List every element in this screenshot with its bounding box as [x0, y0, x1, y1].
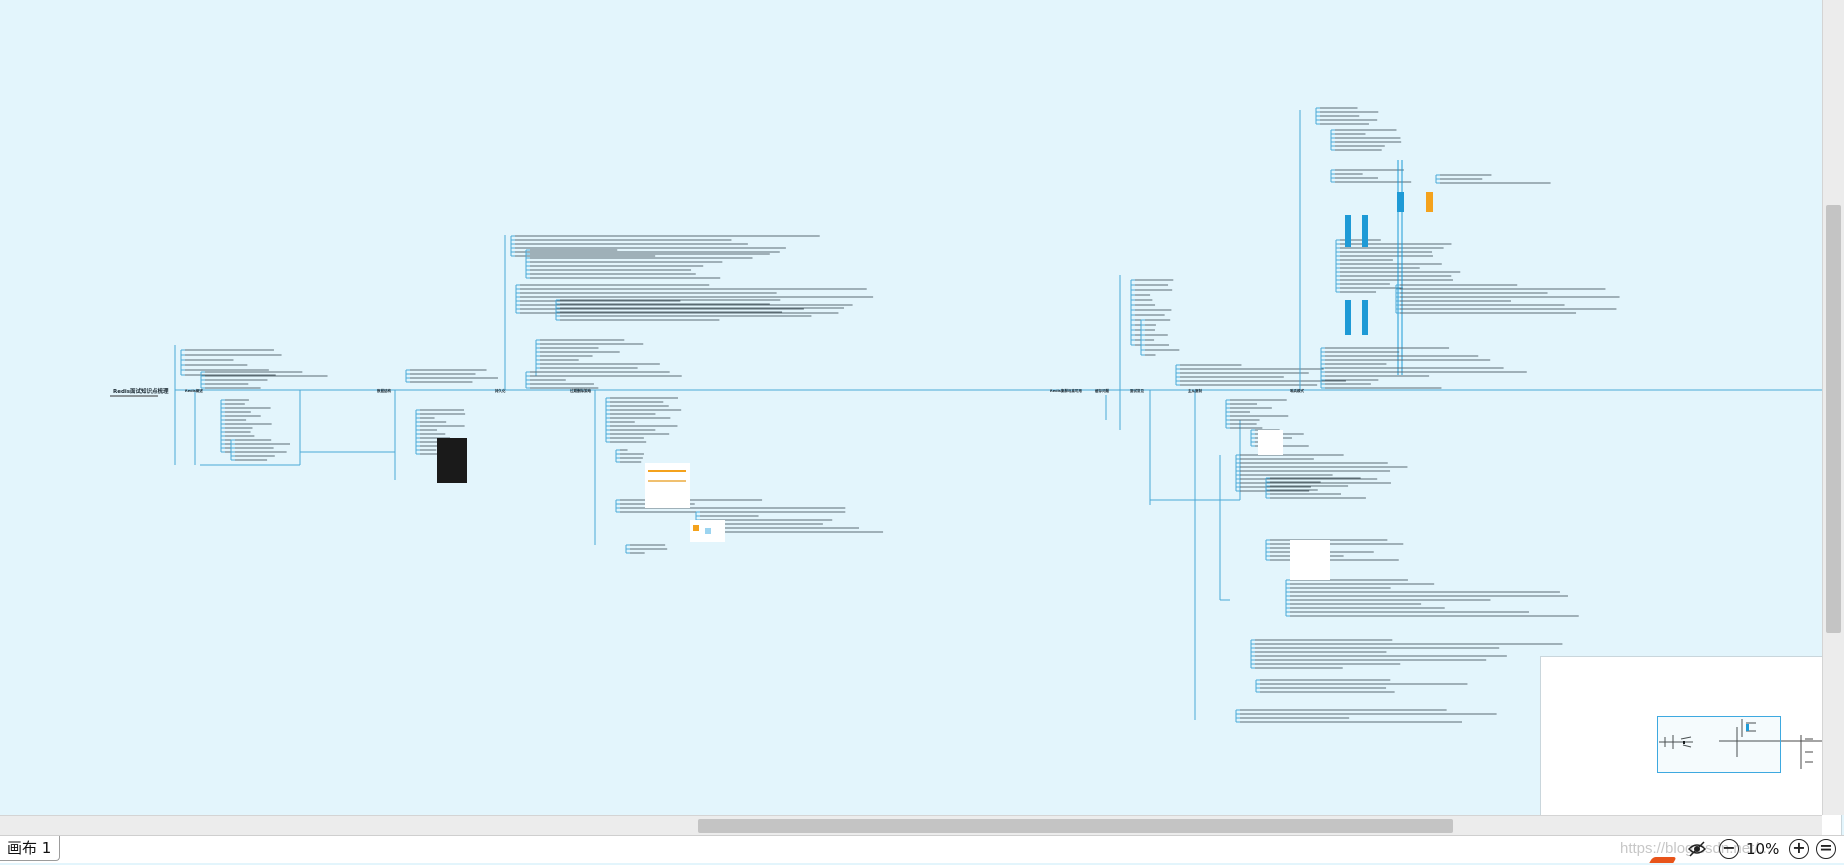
- table-screenshot-block: [645, 463, 690, 508]
- mindmap-node[interactable]: 数据结构: [376, 388, 391, 393]
- root-node[interactable]: Redis面试知识点梳理: [113, 387, 169, 395]
- mindmap-node[interactable]: Redis概述: [185, 388, 203, 393]
- zoom-out-icon[interactable]: −: [1719, 839, 1739, 859]
- minimap-thumbnail: [1659, 719, 1831, 769]
- horizontal-scrollbar-thumb[interactable]: [698, 819, 1453, 833]
- image-blue-block: [1345, 300, 1351, 335]
- mindmap-node[interactable]: 面试常见: [1130, 388, 1145, 393]
- table-row-band: [648, 480, 686, 482]
- vertical-scrollbar-thumb[interactable]: [1826, 205, 1841, 633]
- image-blue-block: [1397, 192, 1404, 212]
- mindmap-node[interactable]: 哨兵模式: [1290, 388, 1305, 393]
- mindmap-node[interactable]: Redis集群与高可用: [1050, 388, 1082, 393]
- eye-icon-glyph: [1687, 841, 1707, 857]
- diagram-screenshot-block: [1258, 430, 1283, 455]
- cell-highlight: [705, 528, 711, 534]
- overview-minimap[interactable]: [1540, 656, 1842, 836]
- mindmap-node[interactable]: 过期删除策略: [570, 388, 591, 393]
- mindmap-node[interactable]: 主从复制: [1188, 388, 1203, 393]
- mindmap-node[interactable]: 缓存问题: [1094, 388, 1110, 393]
- vertical-scrollbar[interactable]: [1822, 0, 1844, 815]
- zoom-in-icon[interactable]: +: [1789, 839, 1809, 859]
- horizontal-scrollbar[interactable]: [0, 815, 1822, 836]
- mindmap-node[interactable]: 持久化: [495, 388, 506, 393]
- eye-icon[interactable]: [1687, 839, 1707, 859]
- zoom-level-readout: 10%: [1746, 840, 1780, 858]
- table-header-band: [648, 470, 686, 472]
- mindmap-diagram[interactable]: Redis面试知识点梳理 Redis概述 数据结构 持久化 过期删除策略 Redis集群与…: [0, 0, 1822, 815]
- fit-to-screen-icon[interactable]: =: [1816, 839, 1836, 859]
- sheet-tab[interactable]: 画布 1: [0, 836, 61, 861]
- minimap-viewport-frame[interactable]: [1657, 716, 1781, 773]
- image-blue-block: [1362, 215, 1368, 247]
- mindmap-canvas[interactable]: Redis面试知识点梳理 Redis概述 数据结构 持久化 过期删除策略 Redis集群与…: [0, 0, 1844, 836]
- image-blue-block: [1362, 300, 1368, 335]
- orange-accent-mark: [1649, 857, 1677, 863]
- status-bar: 画布 1 https://blog.csdn.net/... − 10% + =: [0, 835, 1844, 863]
- code-screenshot-block: [437, 438, 467, 483]
- diagram-screenshot-block: [1290, 540, 1330, 580]
- image-orange-block: [1426, 192, 1433, 212]
- image-blue-block: [1345, 215, 1351, 247]
- cell-highlight: [693, 525, 699, 531]
